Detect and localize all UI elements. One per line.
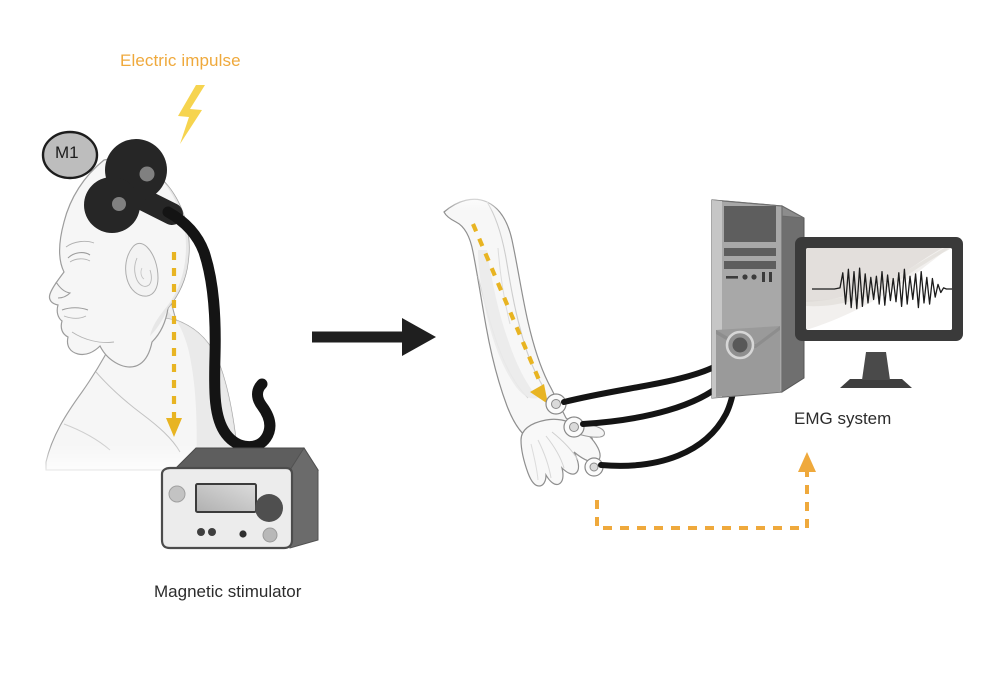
coil-cable	[162, 206, 276, 452]
emg-waveform-trace	[812, 267, 952, 310]
tower-indicator-dash	[726, 276, 738, 279]
stimulator-main-knob	[255, 494, 283, 522]
ear-detail	[125, 242, 159, 297]
electrode-finger	[584, 457, 604, 477]
electrode-forearm-proximal	[545, 393, 567, 415]
subject-head-torso	[30, 157, 260, 480]
descending-pathway-arrow-neck	[166, 252, 182, 437]
magnetic-stimulator	[160, 447, 319, 550]
m1-badge	[41, 130, 99, 180]
feedback-loop-arrow	[595, 472, 809, 530]
stimulator-small-knob	[168, 485, 186, 503]
magnetic-stimulator-label: Magnetic stimulator	[154, 582, 302, 601]
tower-indicator-bar-1	[762, 272, 765, 282]
emg-waveform	[812, 267, 952, 310]
tower-indicator-bar-2	[769, 272, 772, 282]
feedback-loop-arrowhead	[798, 452, 816, 472]
coil-center-wing-a	[139, 166, 155, 182]
arm-and-hand	[430, 192, 606, 487]
electric-impulse-label: Electric impulse	[120, 51, 241, 70]
emg-electrodes	[545, 393, 604, 477]
computer-tower	[711, 199, 805, 399]
indicator-dot-3	[239, 530, 247, 538]
flow-arrow	[312, 318, 436, 356]
hand-shape	[520, 418, 606, 487]
emg-system-label: EMG system	[794, 409, 892, 428]
tower-indicator-dot-2	[751, 274, 757, 280]
coil-center-wing-b	[112, 197, 126, 211]
indicator-dot-1	[197, 528, 205, 536]
emg-monitor	[795, 237, 963, 388]
electrode-forearm-distal	[563, 416, 585, 438]
tower-indicator-dot-1	[742, 274, 748, 280]
descending-pathway-arrow-arm	[471, 223, 548, 404]
indicator-dot-2	[208, 528, 216, 536]
stimulator-display	[195, 483, 257, 513]
stimulator-button	[262, 527, 278, 543]
lightning-bolt-icon	[178, 85, 205, 144]
m1-label: M1	[55, 143, 79, 162]
